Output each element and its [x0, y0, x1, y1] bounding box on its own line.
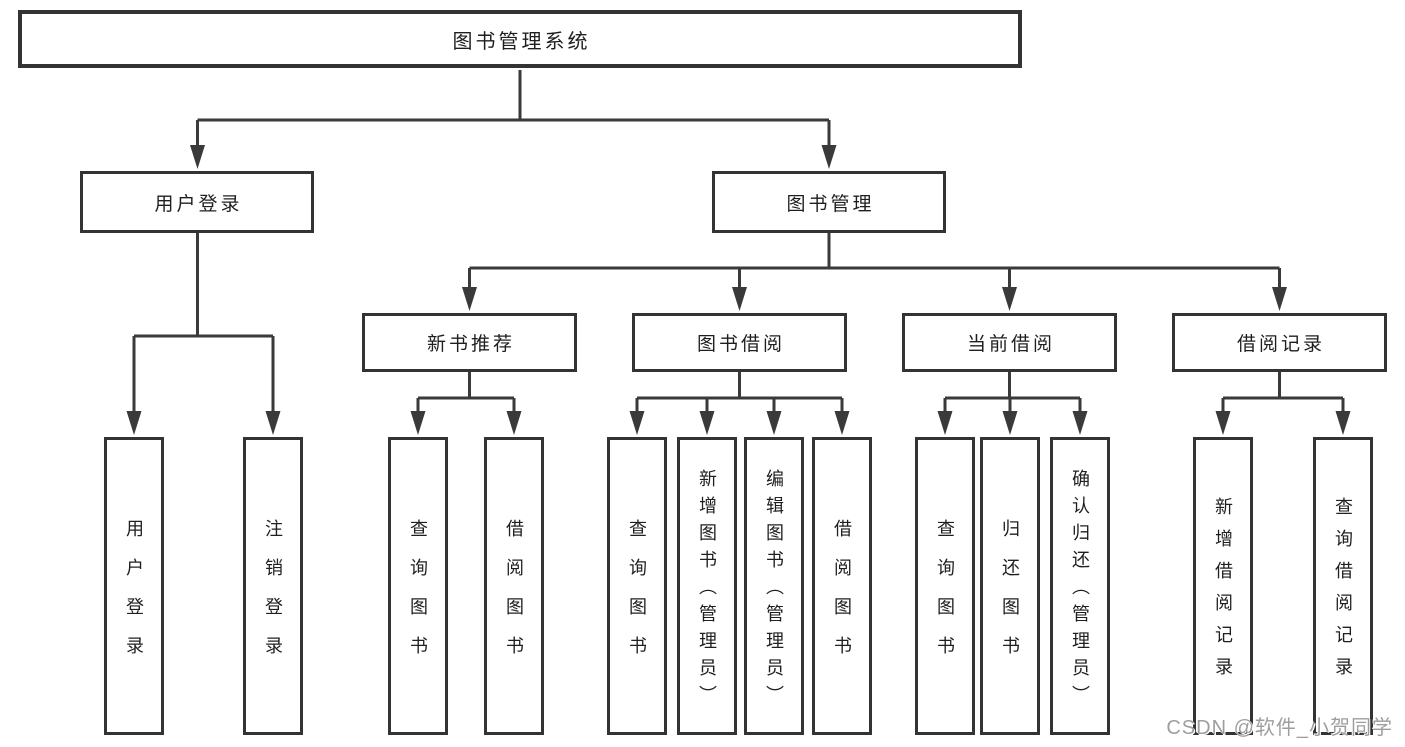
- leaf-label: 新增借阅记录: [1213, 497, 1233, 689]
- leaf-current-confirm-return-admin: 确认归还（管理员）: [1050, 437, 1110, 735]
- leaf-label: 确认归还（管理员）: [1070, 469, 1090, 712]
- node-label: 新书推荐: [426, 334, 515, 355]
- leaf-user-login: 用户登录: [104, 437, 164, 735]
- leaf-borrowing-borrow-books: 借阅图书: [812, 437, 872, 735]
- leaf-label: 查询图书: [408, 518, 428, 675]
- node-label: 借阅记录: [1236, 334, 1325, 355]
- connector-strokes: [132, 70, 1345, 422]
- leaf-label: 借阅图书: [832, 518, 852, 675]
- node-user-login: 用户登录: [80, 171, 314, 233]
- connectors-book-borrowing: [635, 372, 844, 422]
- leaf-current-query-books: 查询图书: [915, 437, 975, 735]
- node-borrowing-records: 借阅记录: [1172, 313, 1387, 372]
- connectors-user-login: [132, 233, 275, 422]
- connectors-borrowing-records: [1221, 372, 1345, 422]
- leaf-newbook-borrow-books: 借阅图书: [484, 437, 544, 735]
- node-label: 图书借阅: [696, 334, 785, 355]
- leaf-records-add-borrow-record: 新增借阅记录: [1193, 437, 1253, 735]
- leaf-borrowing-add-books-admin: 新增图书（管理员）: [677, 437, 737, 735]
- leaf-label: 注销登录: [263, 518, 283, 675]
- csdn-watermark: CSDN @软件_小贺同学: [1166, 717, 1393, 739]
- connectors-root: [196, 70, 831, 156]
- leaf-records-query-borrow-record: 查询借阅记录: [1313, 437, 1373, 735]
- leaf-label: 编辑图书（管理员）: [764, 469, 784, 712]
- node-label: 当前借阅: [966, 334, 1055, 355]
- node-label: 图书管理: [786, 193, 875, 215]
- node-label: 用户登录: [154, 193, 243, 215]
- leaf-label: 新增图书（管理员）: [697, 469, 717, 712]
- connectors-book-management: [468, 232, 1281, 298]
- leaf-label: 查询图书: [627, 518, 647, 675]
- leaf-newbook-query-books: 查询图书: [388, 437, 448, 735]
- connectors-current-borrowing: [943, 372, 1082, 422]
- node-label: 图书管理系统: [452, 30, 591, 53]
- arrowheads: [126, 145, 1351, 435]
- node-book-borrowing: 图书借阅: [632, 313, 847, 372]
- leaf-label: 查询图书: [935, 518, 955, 675]
- leaf-current-return-books: 归还图书: [980, 437, 1040, 735]
- node-root-library-management-system: 图书管理系统: [18, 10, 1022, 68]
- node-book-management: 图书管理: [712, 171, 946, 233]
- node-current-borrowing: 当前借阅: [902, 313, 1117, 372]
- leaf-label: 用户登录: [124, 518, 144, 675]
- node-new-book-recommend: 新书推荐: [362, 313, 577, 372]
- leaf-label: 借阅图书: [504, 518, 524, 675]
- leaf-label: 归还图书: [1000, 518, 1020, 675]
- leaf-logout: 注销登录: [243, 437, 303, 735]
- leaf-borrowing-query-books: 查询图书: [607, 437, 667, 735]
- leaf-label: 查询借阅记录: [1333, 497, 1353, 689]
- connectors-new-book: [416, 372, 516, 422]
- leaf-borrowing-edit-books-admin: 编辑图书（管理员）: [744, 437, 804, 735]
